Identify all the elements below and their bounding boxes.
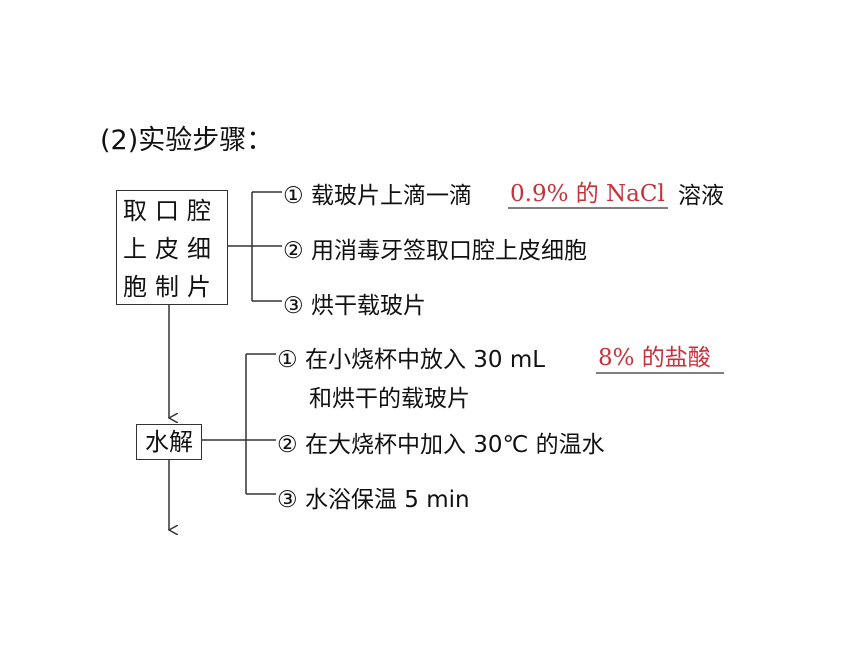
group2-step-1-line2: 和烘干的载玻片 <box>309 386 470 412</box>
step-number: ① <box>277 347 298 373</box>
group1-step-1: ① 载玻片上滴一滴 <box>283 176 472 210</box>
group1-step-3: ③ 烘干载玻片 <box>283 286 426 320</box>
step-text: 水浴保温 5 min <box>304 487 470 513</box>
step-number: ③ <box>283 293 304 319</box>
group2-step-1: ① 在小烧杯中放入 30 mL <box>277 340 545 374</box>
step-number: ③ <box>277 487 298 513</box>
hydrolysis-box: 水解 <box>136 424 202 460</box>
answer-hcl: 8% 的盐酸 <box>598 345 711 371</box>
step-number: ② <box>277 432 298 458</box>
step-number: ② <box>283 238 304 264</box>
group1-step-2: ② 用消毒牙签取口腔上皮细胞 <box>283 231 587 265</box>
prep-slide-line-3: 胞制片 <box>123 273 219 301</box>
prep-slide-line-1: 取口腔 <box>123 197 219 225</box>
step-text: 用消毒牙签取口腔上皮细胞 <box>310 238 587 264</box>
step-text: 烘干载玻片 <box>310 293 426 319</box>
group1-step-1-suffix: 溶液 <box>678 183 724 209</box>
step-text: 在大烧杯中加入 30℃ 的温水 <box>304 432 605 458</box>
answer-nacl: 0.9% 的 NaCl <box>510 181 665 207</box>
section-heading: (2)实验步骤： <box>100 125 274 156</box>
step-prefix: 载玻片上滴一滴 <box>310 183 472 209</box>
prep-slide-line-2: 上皮细 <box>123 235 219 263</box>
step-prefix: 在小烧杯中放入 30 mL <box>304 347 546 373</box>
step-number: ① <box>283 183 304 209</box>
prep-slide-box: 取口腔 上皮细 胞制片 <box>116 190 228 305</box>
group2-step-2: ② 在大烧杯中加入 30℃ 的温水 <box>277 425 605 459</box>
group2-step-3: ③ 水浴保温 5 min <box>277 480 470 514</box>
